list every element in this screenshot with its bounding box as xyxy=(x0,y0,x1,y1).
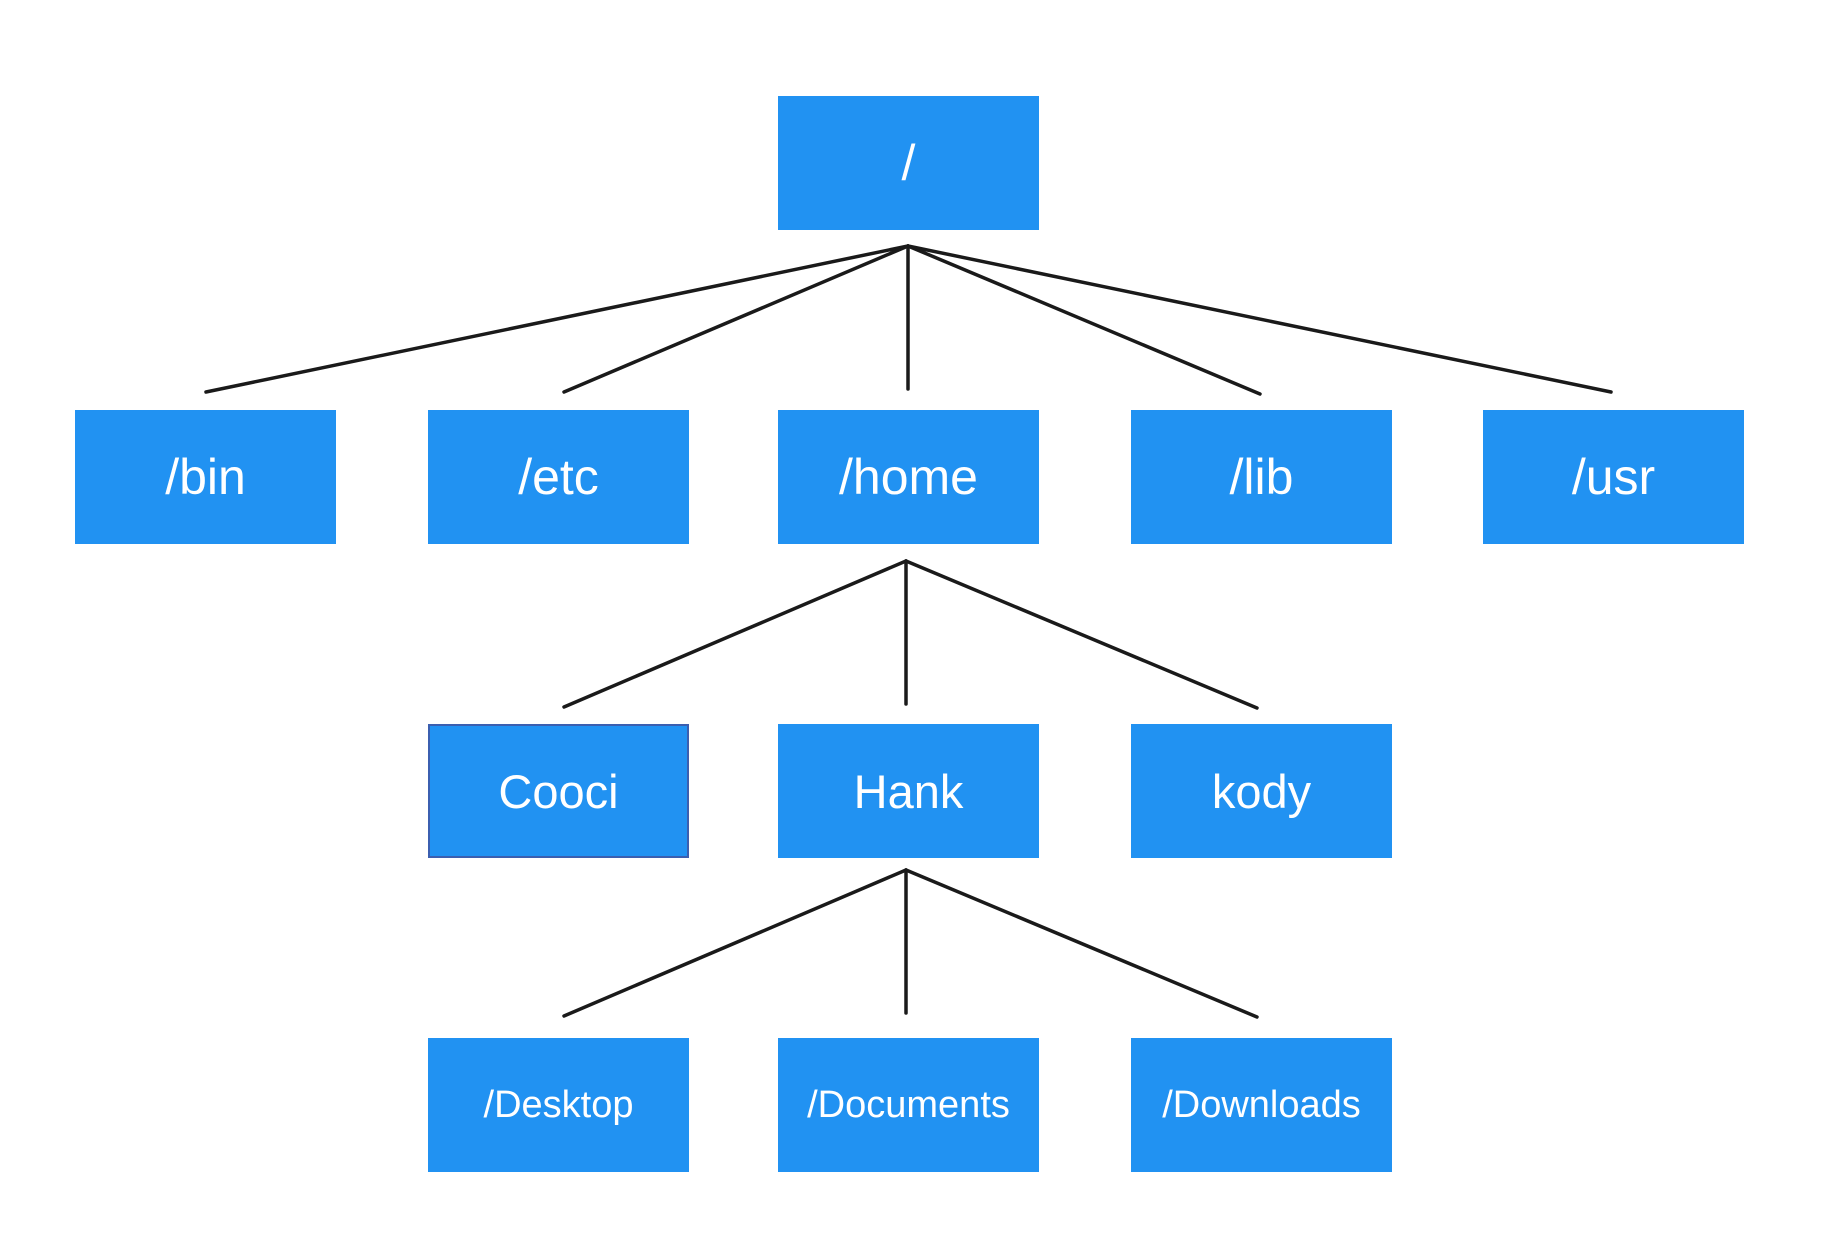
folder-node-bin[interactable]: /bin xyxy=(75,410,336,544)
edge-root-lib xyxy=(906,244,1262,396)
folder-node-etc[interactable]: /etc xyxy=(428,410,689,544)
edge-home-cooci xyxy=(562,559,908,709)
folder-label-documents: /Documents xyxy=(807,1083,1010,1126)
edge-root-usr xyxy=(906,244,1613,394)
folder-node-documents[interactable]: /Documents xyxy=(778,1038,1039,1172)
folder-label-desktop: /Desktop xyxy=(483,1083,634,1126)
folder-node-root[interactable]: / xyxy=(778,96,1039,230)
folder-node-downloads[interactable]: /Downloads xyxy=(1131,1038,1392,1172)
folder-label-root: / xyxy=(901,135,916,191)
folder-label-etc: /etc xyxy=(518,449,599,505)
folder-node-usr[interactable]: /usr xyxy=(1483,410,1744,544)
edge-hank-desktop xyxy=(562,868,908,1018)
edge-root-etc xyxy=(562,244,910,394)
edge-hank-downloads xyxy=(904,868,1259,1019)
folder-node-lib[interactable]: /lib xyxy=(1131,410,1392,544)
folder-node-home[interactable]: /home xyxy=(778,410,1039,544)
folder-node-cooci[interactable]: Cooci xyxy=(428,724,689,858)
folder-label-usr: /usr xyxy=(1571,449,1656,505)
folder-node-kody[interactable]: kody xyxy=(1131,724,1392,858)
folder-label-downloads: /Downloads xyxy=(1162,1083,1361,1126)
folder-label-kody: kody xyxy=(1211,764,1312,818)
edge-root-bin xyxy=(204,244,910,394)
folder-label-hank: Hank xyxy=(853,764,964,818)
folder-label-home: /home xyxy=(839,449,978,505)
folder-node-desktop[interactable]: /Desktop xyxy=(428,1038,689,1172)
folder-node-hank[interactable]: Hank xyxy=(778,724,1039,858)
folder-label-bin: /bin xyxy=(165,449,246,505)
folder-label-cooci: Cooci xyxy=(498,764,619,818)
folder-label-lib: /lib xyxy=(1229,449,1294,505)
edge-home-kody xyxy=(904,559,1259,710)
